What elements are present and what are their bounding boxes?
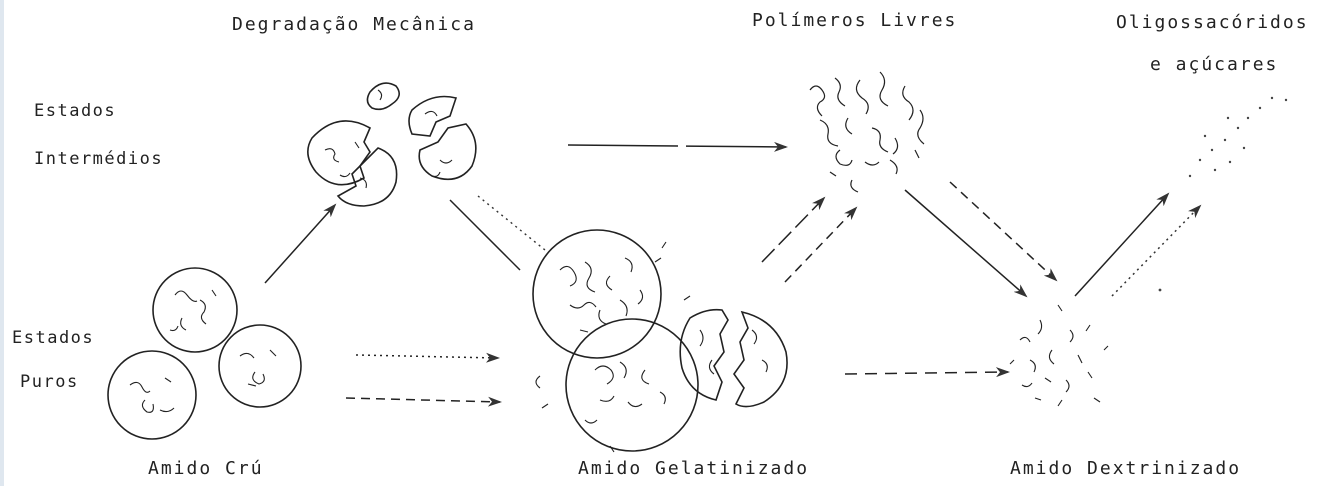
gelatinized-granule-bottom bbox=[566, 319, 698, 451]
raw-granule-right bbox=[219, 325, 301, 407]
raw-granule-left bbox=[108, 351, 196, 439]
raw-starch-granules bbox=[108, 268, 301, 439]
gelatinized-starch bbox=[533, 230, 787, 452]
gelatinized-fragment-right bbox=[734, 312, 787, 407]
raw-granule-top bbox=[153, 268, 237, 352]
mechanical-fragments bbox=[308, 83, 476, 206]
oligosaccharides-dots bbox=[1159, 97, 1288, 292]
fragment-b-top bbox=[409, 97, 456, 137]
dextrinized-starch bbox=[1010, 305, 1108, 406]
gelatinized-fragment-left bbox=[680, 310, 728, 400]
fragment-b-bottom bbox=[419, 124, 476, 179]
free-polymers-cluster bbox=[810, 72, 924, 192]
small-fragment bbox=[367, 83, 399, 109]
fragment-a-left bbox=[308, 121, 370, 185]
